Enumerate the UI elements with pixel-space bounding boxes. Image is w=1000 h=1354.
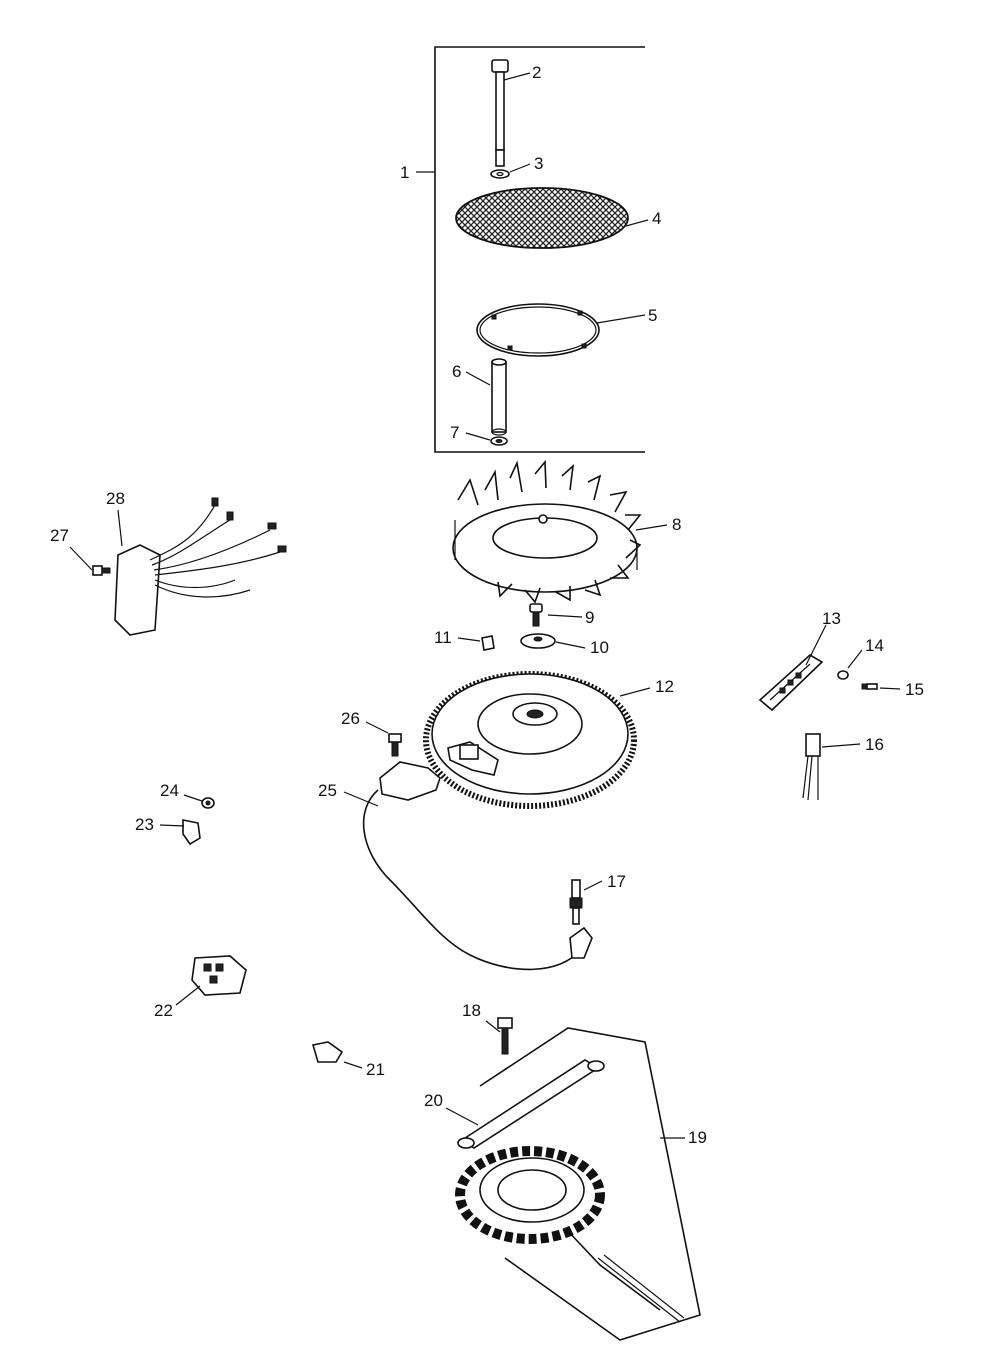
part-10-washer <box>520 633 556 649</box>
part-7-washer <box>490 436 508 446</box>
label-1: 1 <box>400 163 409 182</box>
part-17-spark-plug <box>569 879 583 925</box>
label-17: 17 <box>607 872 626 891</box>
label-4: 4 <box>652 209 661 228</box>
part-27-screw <box>92 565 111 576</box>
part-labels: 1 2 3 4 5 6 7 8 9 10 11 12 13 14 15 16 1… <box>50 63 924 1147</box>
label-23: 23 <box>135 815 154 834</box>
part-23-clip <box>182 819 201 846</box>
label-12: 12 <box>655 677 674 696</box>
label-6: 6 <box>452 362 461 381</box>
label-22: 22 <box>154 1001 173 1020</box>
part-22-connector <box>191 955 247 996</box>
part-16-diode <box>802 733 821 801</box>
leader-lines <box>69 72 901 1139</box>
part-11-key <box>481 635 495 651</box>
part-24-nut <box>201 797 215 809</box>
part-4-grass-screen <box>455 187 629 249</box>
part-6-spacer <box>491 358 507 436</box>
part-28-regulator <box>114 497 287 636</box>
part-5-retainer-ring <box>476 303 600 357</box>
label-18: 18 <box>462 1001 481 1020</box>
part-20-strap <box>457 1059 605 1149</box>
label-20: 20 <box>424 1091 443 1110</box>
label-27: 27 <box>50 526 69 545</box>
label-16: 16 <box>865 735 884 754</box>
label-25: 25 <box>318 781 337 800</box>
label-28: 28 <box>106 489 125 508</box>
part-26-screw <box>388 733 402 757</box>
label-14: 14 <box>865 636 884 655</box>
part-14-washer <box>837 670 849 680</box>
part-15-screw <box>861 683 878 690</box>
label-3: 3 <box>534 154 543 173</box>
part-9-screw <box>529 603 543 627</box>
label-7: 7 <box>450 423 459 442</box>
label-24: 24 <box>160 781 179 800</box>
part-3-washer <box>490 169 510 179</box>
part-2-long-bolt <box>491 59 509 167</box>
label-21: 21 <box>366 1060 385 1079</box>
label-19: 19 <box>688 1128 707 1147</box>
part-19-bracket <box>479 1027 701 1341</box>
label-5: 5 <box>648 306 657 325</box>
part-21-clamp <box>311 1041 344 1063</box>
part-13-rectifier <box>758 654 824 712</box>
label-9: 9 <box>585 608 594 627</box>
part-19-stator <box>455 1146 685 1323</box>
label-26: 26 <box>341 709 360 728</box>
part-12-flywheel <box>423 671 637 809</box>
label-15: 15 <box>905 680 924 699</box>
part-8-fan <box>452 459 642 604</box>
label-8: 8 <box>672 515 681 534</box>
kit-bracket <box>434 46 645 453</box>
label-11: 11 <box>434 628 452 647</box>
part-25-ignition-module <box>362 761 593 971</box>
label-13: 13 <box>822 609 841 628</box>
part-18-screw <box>497 1017 513 1055</box>
label-10: 10 <box>590 638 609 657</box>
label-2: 2 <box>532 63 541 82</box>
